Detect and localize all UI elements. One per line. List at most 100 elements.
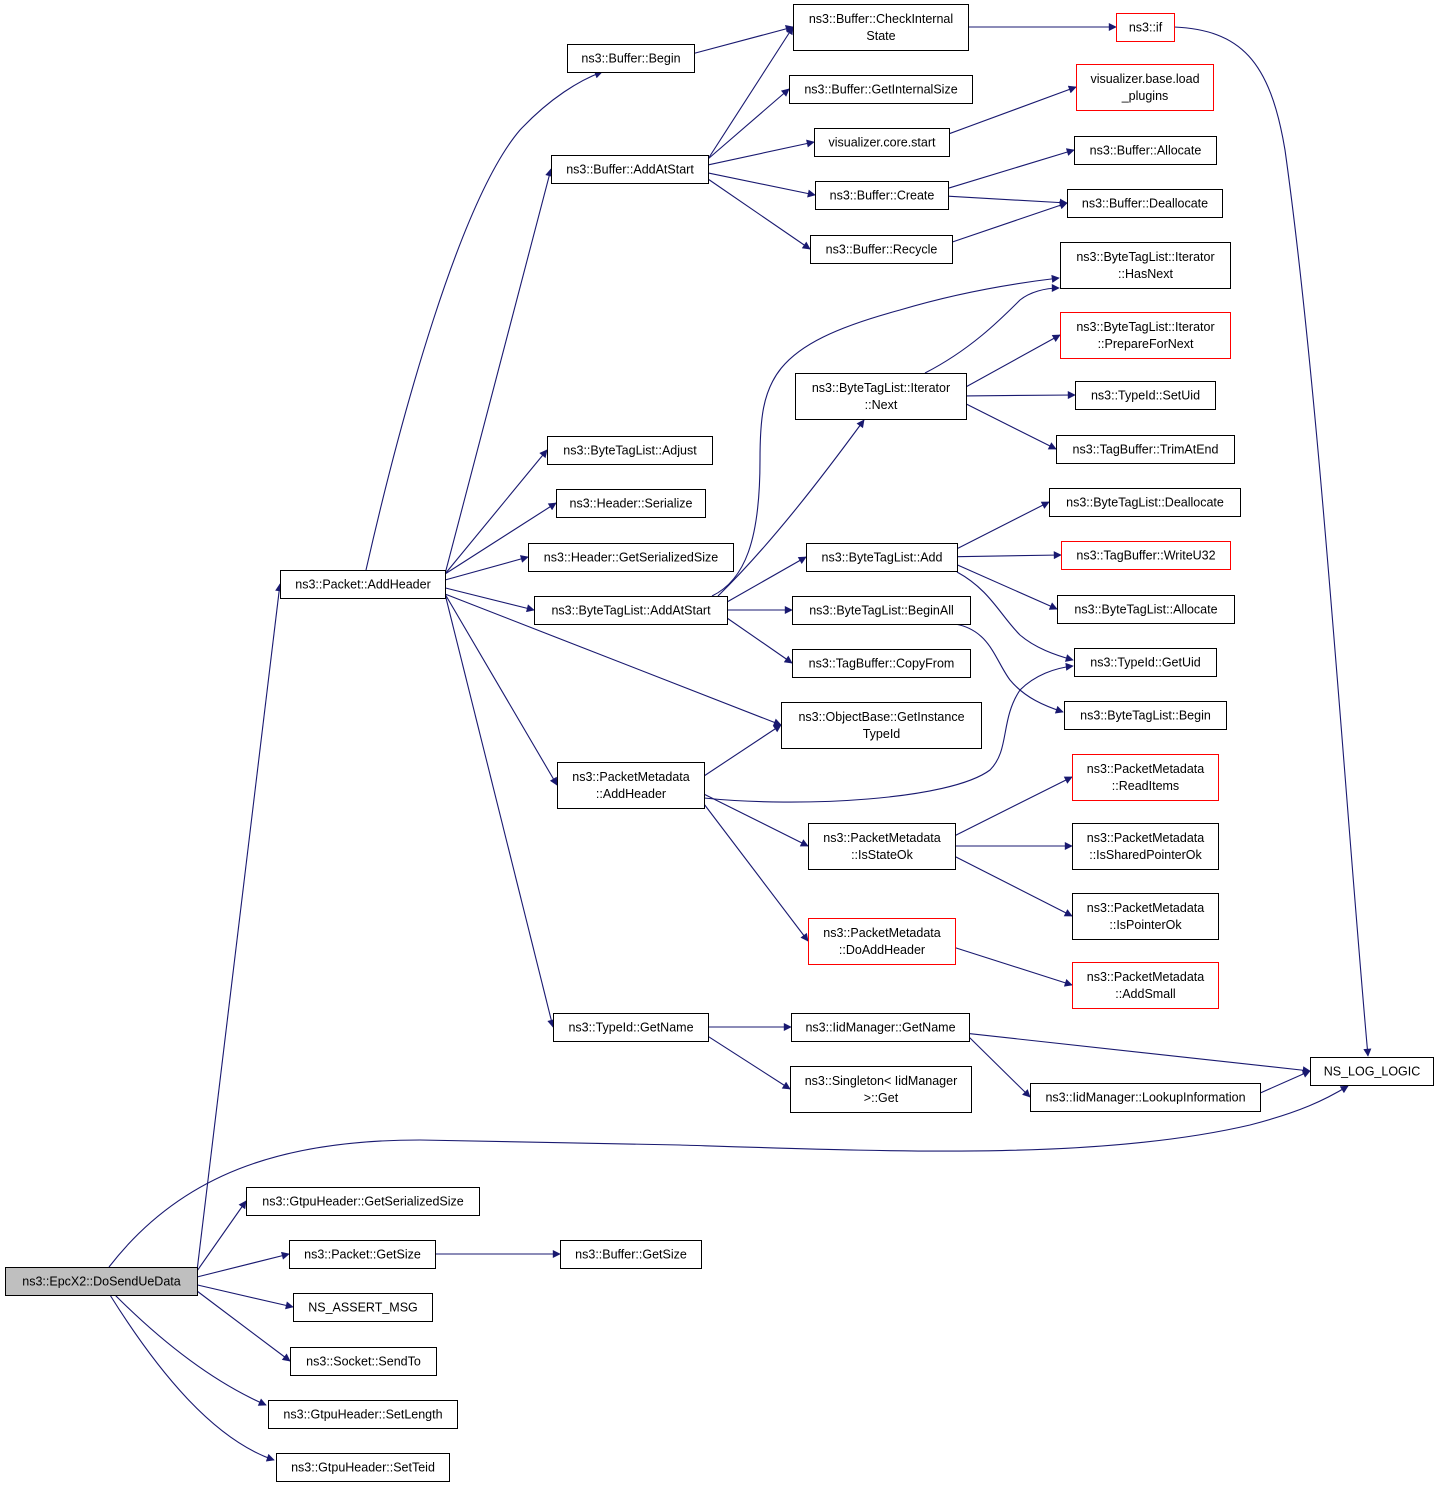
node-btl-add[interactable]: ns3::ByteTagList::Add — [806, 543, 958, 572]
node-box — [547, 436, 713, 465]
node-ns-assert-msg[interactable]: NS_ASSERT_MSG — [293, 1293, 433, 1322]
node-epcx2-dosendue[interactable]: ns3::EpcX2::DoSendUeData — [5, 1267, 198, 1296]
node-vis-core-start[interactable]: visualizer.core.start — [814, 128, 950, 157]
node-buffer-getsize[interactable]: ns3::Buffer::GetSize — [560, 1240, 702, 1269]
node-gtpu-setteid[interactable]: ns3::GtpuHeader::SetTeid — [276, 1453, 450, 1482]
node-typeid-getname[interactable]: ns3::TypeId::GetName — [553, 1013, 709, 1042]
node-tagbuffer-writeu32[interactable]: ns3::TagBuffer::WriteU32 — [1061, 541, 1231, 570]
node-gtpu-setlength[interactable]: ns3::GtpuHeader::SetLength — [268, 1400, 458, 1429]
node-label-line: ::PrepareForNext — [1098, 337, 1194, 351]
node-buffer-recycle[interactable]: ns3::Buffer::Recycle — [810, 235, 953, 264]
node-gtpu-getsersize[interactable]: ns3::GtpuHeader::GetSerializedSize — [246, 1187, 480, 1216]
node-btl-it-hasnext[interactable]: ns3::ByteTagList::Iterator::HasNext — [1060, 242, 1231, 289]
node-box — [1072, 893, 1219, 940]
node-header-getsersize[interactable]: ns3::Header::GetSerializedSize — [528, 543, 734, 572]
node-label-line: TypeId — [863, 727, 901, 741]
edge-epcx2_dosendue-to-socket_sendto — [196, 1290, 291, 1362]
node-box — [1060, 312, 1231, 359]
node-pm-readitems[interactable]: ns3::PacketMetadata::ReadItems — [1072, 754, 1219, 801]
node-label-line: ns3::Socket::SendTo — [306, 1355, 421, 1369]
node-header-serialize[interactable]: ns3::Header::Serialize — [556, 489, 706, 518]
edge-pm_isstateok-to-pm_isptrok — [954, 856, 1073, 917]
node-box — [553, 1013, 709, 1042]
node-buffer-deallocate[interactable]: ns3::Buffer::Deallocate — [1067, 189, 1223, 218]
node-tagbuffer-trimatend[interactable]: ns3::TagBuffer::TrimAtEnd — [1056, 435, 1235, 464]
node-label-line: ns3::Buffer::GetInternalSize — [804, 83, 957, 97]
edge-buffer_addatstart-to-vis_core_start — [707, 139, 815, 166]
node-label-line: ns3::ByteTagList::Iterator — [1076, 250, 1214, 264]
node-label-line: ns3::Header::Serialize — [570, 497, 693, 511]
node-box — [289, 1240, 436, 1269]
node-btl-addatstart[interactable]: ns3::ByteTagList::AddAtStart — [534, 596, 728, 625]
node-label-line: ns3::TagBuffer::WriteU32 — [1076, 549, 1215, 563]
node-btl-begin[interactable]: ns3::ByteTagList::Begin — [1064, 701, 1227, 730]
node-btl-beginall[interactable]: ns3::ByteTagList::BeginAll — [792, 596, 971, 625]
node-buffer-begin[interactable]: ns3::Buffer::Begin — [567, 44, 695, 73]
node-ns3-if[interactable]: ns3::if — [1116, 13, 1175, 42]
node-box — [290, 1347, 437, 1376]
node-label-line: ns3::ByteTagList::BeginAll — [809, 604, 954, 618]
edge-buffer_addatstart-to-buffer_create — [707, 172, 816, 198]
node-box — [1061, 541, 1231, 570]
node-label-line: ns3::Packet::AddHeader — [295, 578, 431, 592]
node-btl-deallocate[interactable]: ns3::ByteTagList::Deallocate — [1049, 488, 1241, 517]
node-label-line: ns3::ObjectBase::GetInstance — [798, 710, 964, 724]
edges-layer — [108, 23, 1372, 1462]
edge-packet_addheader-to-btl_addatstart — [444, 587, 535, 613]
node-socket-sendto[interactable]: ns3::Socket::SendTo — [290, 1347, 437, 1376]
node-label-line: ::Next — [865, 398, 898, 412]
node-label-line: ns3::ByteTagList::Allocate — [1074, 603, 1217, 617]
node-iid-getname[interactable]: ns3::IidManager::GetName — [791, 1013, 970, 1042]
node-btl-it-next[interactable]: ns3::ByteTagList::Iterator::Next — [795, 373, 967, 420]
node-btl-allocate[interactable]: ns3::ByteTagList::Allocate — [1057, 595, 1235, 624]
node-box — [792, 596, 971, 625]
node-typeid-setuid[interactable]: ns3::TypeId::SetUid — [1075, 381, 1216, 410]
node-pm-issharedptr[interactable]: ns3::PacketMetadata::IsSharedPointerOk — [1072, 823, 1219, 870]
node-buffer-create[interactable]: ns3::Buffer::Create — [815, 181, 949, 210]
node-ns-log-logic[interactable]: NS_LOG_LOGIC — [1310, 1057, 1434, 1086]
node-pm-isstateok[interactable]: ns3::PacketMetadata::IsStateOk — [808, 823, 956, 870]
node-label-line: State — [866, 29, 895, 43]
node-label-line: ns3::ByteTagList::Begin — [1080, 709, 1211, 723]
node-packet-addheader[interactable]: ns3::Packet::AddHeader — [280, 570, 446, 599]
node-tagbuffer-copyfrom[interactable]: ns3::TagBuffer::CopyFrom — [792, 649, 971, 678]
node-iid-lookup[interactable]: ns3::IidManager::LookupInformation — [1030, 1083, 1261, 1112]
node-pm-addsmall[interactable]: ns3::PacketMetadata::AddSmall — [1072, 962, 1219, 1009]
node-label-line: ns3::Buffer::Deallocate — [1082, 197, 1208, 211]
node-pm-isptrok[interactable]: ns3::PacketMetadata::IsPointerOk — [1072, 893, 1219, 940]
node-label-line: _plugins — [1121, 89, 1169, 103]
edge-packet_addheader-to-objectbase_getinstance — [444, 593, 782, 727]
node-btl-adjust[interactable]: ns3::ByteTagList::Adjust — [547, 436, 713, 465]
node-box — [1030, 1083, 1261, 1112]
node-label-line: ns3::GtpuHeader::SetTeid — [291, 1461, 435, 1475]
node-label-line: ns3::PacketMetadata — [823, 926, 940, 940]
node-typeid-getuid[interactable]: ns3::TypeId::GetUid — [1074, 648, 1217, 677]
node-label-line: ns3::ByteTagList::Iterator — [812, 381, 950, 395]
node-label-line: ns3::IidManager::GetName — [805, 1021, 955, 1035]
edge-vis_core_start-to-vis_base_load — [948, 85, 1077, 135]
node-box — [795, 373, 967, 420]
edge-packet_addheader-to-typeid_getname — [444, 593, 556, 1028]
node-label-line: ns3::PacketMetadata — [1087, 970, 1204, 984]
node-label-line: ns3::TypeId::SetUid — [1091, 389, 1200, 403]
node-buffer-allocate[interactable]: ns3::Buffer::Allocate — [1074, 136, 1217, 165]
node-vis-base-load[interactable]: visualizer.base.load_plugins — [1076, 64, 1214, 111]
edge-typeid_getname-to-singleton_get — [707, 1035, 791, 1090]
node-btl-it-prepare[interactable]: ns3::ByteTagList::Iterator::PrepareForNe… — [1060, 312, 1231, 359]
edge-btl_add-to-typeid_getuid — [956, 571, 1074, 662]
node-pm-addheader[interactable]: ns3::PacketMetadata::AddHeader — [557, 762, 705, 809]
node-buffer-getinternalsize[interactable]: ns3::Buffer::GetInternalSize — [789, 75, 973, 104]
node-pm-doaddheader[interactable]: ns3::PacketMetadata::DoAddHeader — [808, 918, 956, 965]
node-box — [276, 1453, 450, 1482]
node-box — [808, 823, 956, 870]
node-box — [1074, 648, 1217, 677]
node-buffer-addatstart[interactable]: ns3::Buffer::AddAtStart — [551, 155, 709, 184]
node-singleton-get[interactable]: ns3::Singleton< IidManager >::Get — [790, 1066, 972, 1113]
edge-pm_addheader-to-objectbase_getinstance — [703, 724, 782, 777]
node-label-line: ns3::TagBuffer::CopyFrom — [809, 657, 955, 671]
node-packet-getsize[interactable]: ns3::Packet::GetSize — [289, 1240, 436, 1269]
edge-packet_addheader-to-buffer_begin — [365, 70, 603, 571]
edge-epcx2_dosendue-to-gtpu_setlength — [114, 1294, 267, 1406]
